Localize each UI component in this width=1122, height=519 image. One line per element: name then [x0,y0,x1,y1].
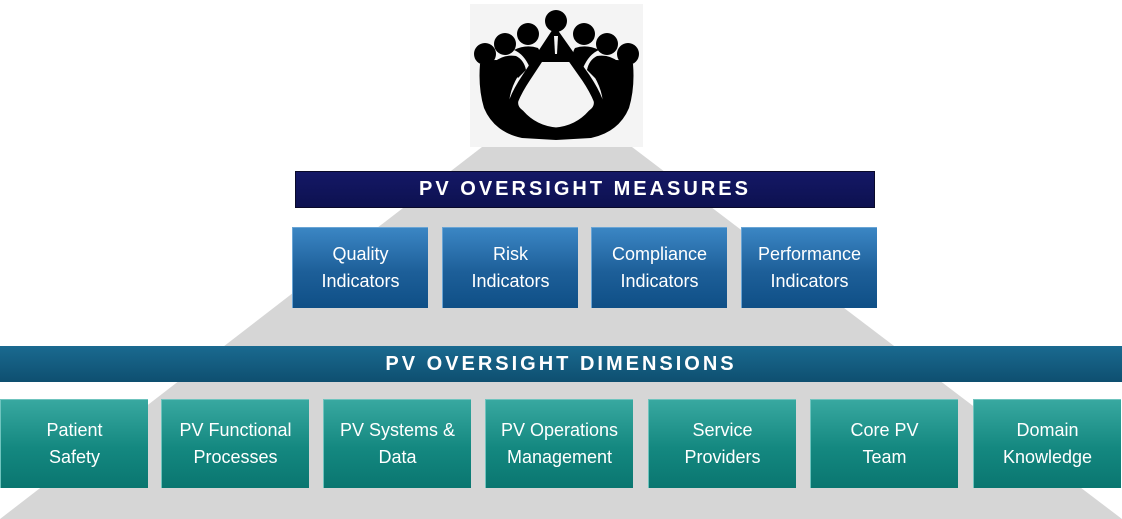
dimension-label-line1: PV Systems & [339,420,456,440]
indicator-label-line1: Compliance [611,244,708,264]
indicator-label-line1: Quality [332,244,389,264]
dimension-label-line2: Providers [684,447,761,467]
dimension-label-line1: Patient [46,420,103,440]
dimension-label-line2: Team [862,447,907,467]
dimension-label-line2: Safety [48,447,100,467]
pv-systems-data-box: PV Systems & Data [323,399,471,488]
dimensions-title: PV OVERSIGHT DIMENSIONS [0,346,1122,382]
indicator-label-line2: Indicators [471,271,550,291]
measures-title: PV OVERSIGHT MEASURES [295,171,875,208]
indicator-label-line1: Risk [492,244,528,264]
dimension-label-line1: Service [692,420,753,440]
dimension-label-line2: Processes [193,447,278,467]
dimension-label-line2: Knowledge [1002,447,1093,467]
indicator-label-line2: Indicators [321,271,400,291]
dimension-label-line1: Domain [1016,420,1079,440]
dimension-label-line1: PV Operations [500,420,619,440]
indicator-label-line2: Indicators [620,271,699,291]
indicator-label-line1: Performance [757,244,862,264]
core-pv-team-box: Core PV Team [810,399,958,488]
indicator-label-line2: Indicators [770,271,849,291]
dimension-label-line1: Core PV [850,420,919,440]
dimension-label-line2: Data [378,447,417,467]
dimension-label-line2: Management [506,447,613,467]
dimension-label-line1: PV Functional [179,420,292,440]
board-meeting-icon [470,4,643,147]
